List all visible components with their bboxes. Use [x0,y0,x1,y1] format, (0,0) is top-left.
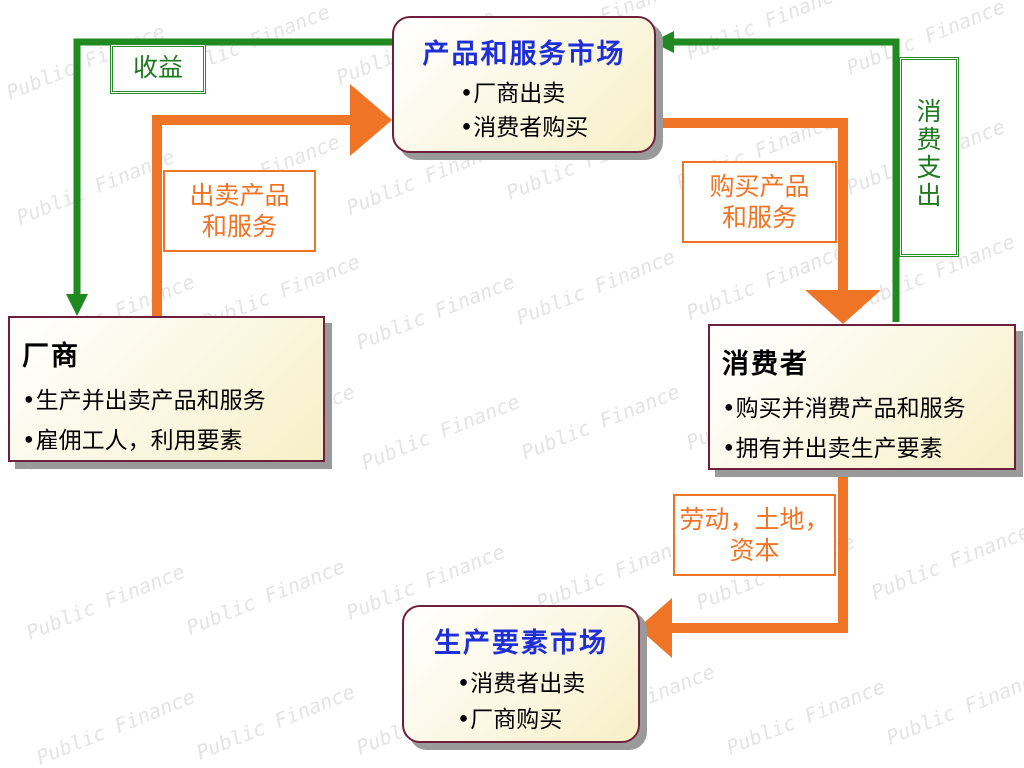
consumer-spending-char-1: 消 [916,97,942,126]
households-title: 消费者 [722,349,809,380]
buy-goods-label-line-2: 和服务 [721,203,797,232]
product-market-line-2: •消费者购买 [459,115,589,141]
factor-market-box: 生产要素市场 •消费者出卖 •厂商购买 [402,605,640,743]
factor-market-title: 生产要素市场 [434,628,608,659]
households-box: 消费者 •购买并消费产品和服务 •拥有并出卖生产要素 [708,324,1016,470]
buy-goods-arrowhead [805,290,881,324]
factor-market-line-1: •消费者出卖 [456,671,586,697]
factors-label-line-1: 劳动，土地， [679,505,830,534]
factors-arrowhead [638,598,672,658]
firms-line-1: •生产并出卖产品和服务 [22,388,266,414]
firms-line-2: •雇佣工人，利用要素 [22,428,243,454]
product-market-line-1: •厂商出卖 [459,81,566,107]
sell-goods-arrowhead [350,84,392,156]
consumer-spending-flow [668,38,900,322]
revenue-arrowhead [66,294,88,316]
consumer-spending-arrowhead [652,31,674,53]
buy-goods-label-line-1: 购买产品 [709,172,810,201]
buy-goods-label: 购买产品 和服务 [682,161,837,243]
firms-title: 厂商 [22,341,80,372]
households-line-1: •购买并消费产品和服务 [722,396,966,422]
product-market-box: 产品和服务市场 •厂商出卖 •消费者购买 [392,16,656,153]
consumer-spending-char-3: 支 [916,153,942,182]
sell-goods-label-line-1: 出卖产品 [189,181,290,210]
buy-goods-flow [656,118,848,292]
factor-market-line-2: •厂商购买 [456,707,563,733]
factors-label-line-2: 资本 [729,536,780,565]
consumer-spending-char-4: 出 [916,181,942,210]
factors-label: 劳动，土地， 资本 [673,494,836,576]
consumer-spending-char-2: 费 [916,125,942,154]
product-market-title: 产品和服务市场 [422,39,626,70]
firms-box: 厂商 •生产并出卖产品和服务 •雇佣工人，利用要素 [8,316,325,462]
factors-flow [668,470,848,633]
consumer-spending-label: 消 费 支 出 [899,57,959,257]
sell-goods-flow [152,115,362,316]
households-line-2: •拥有并出卖生产要素 [722,436,943,462]
revenue-label: 收益 [110,44,206,94]
sell-goods-label: 出卖产品 和服务 [163,170,316,252]
sell-goods-label-line-2: 和服务 [201,212,277,241]
revenue-flow [73,38,393,298]
revenue-label-text: 收益 [132,53,183,82]
